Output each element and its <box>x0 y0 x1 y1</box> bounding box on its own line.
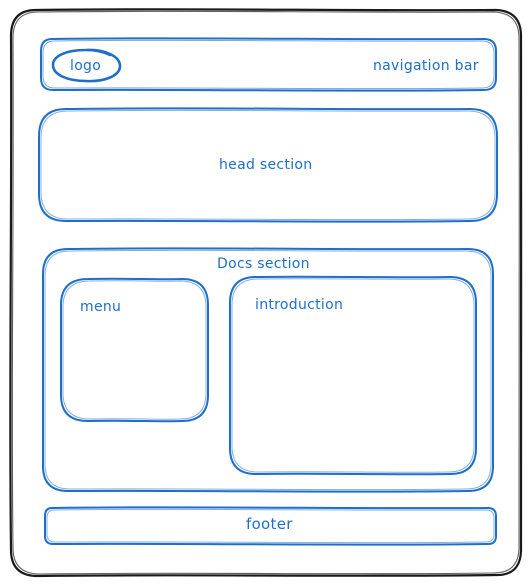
footer-box <box>44 506 497 546</box>
navigation-bar <box>40 37 497 92</box>
logo-oval <box>51 48 122 83</box>
footer-label: footer <box>246 515 293 533</box>
head-section-label: head section <box>219 157 313 173</box>
logo-label: logo <box>70 58 102 74</box>
menu-box <box>60 277 209 423</box>
introduction-box <box>229 275 477 476</box>
docs-section-label: Docs section <box>217 256 310 272</box>
menu-label: menu <box>80 299 122 315</box>
introduction-label: introduction <box>255 297 344 313</box>
docs-section-box <box>42 247 494 493</box>
page-frame <box>9 8 523 578</box>
navigation-bar-label: navigation bar <box>373 58 479 74</box>
head-section-box <box>38 107 498 223</box>
